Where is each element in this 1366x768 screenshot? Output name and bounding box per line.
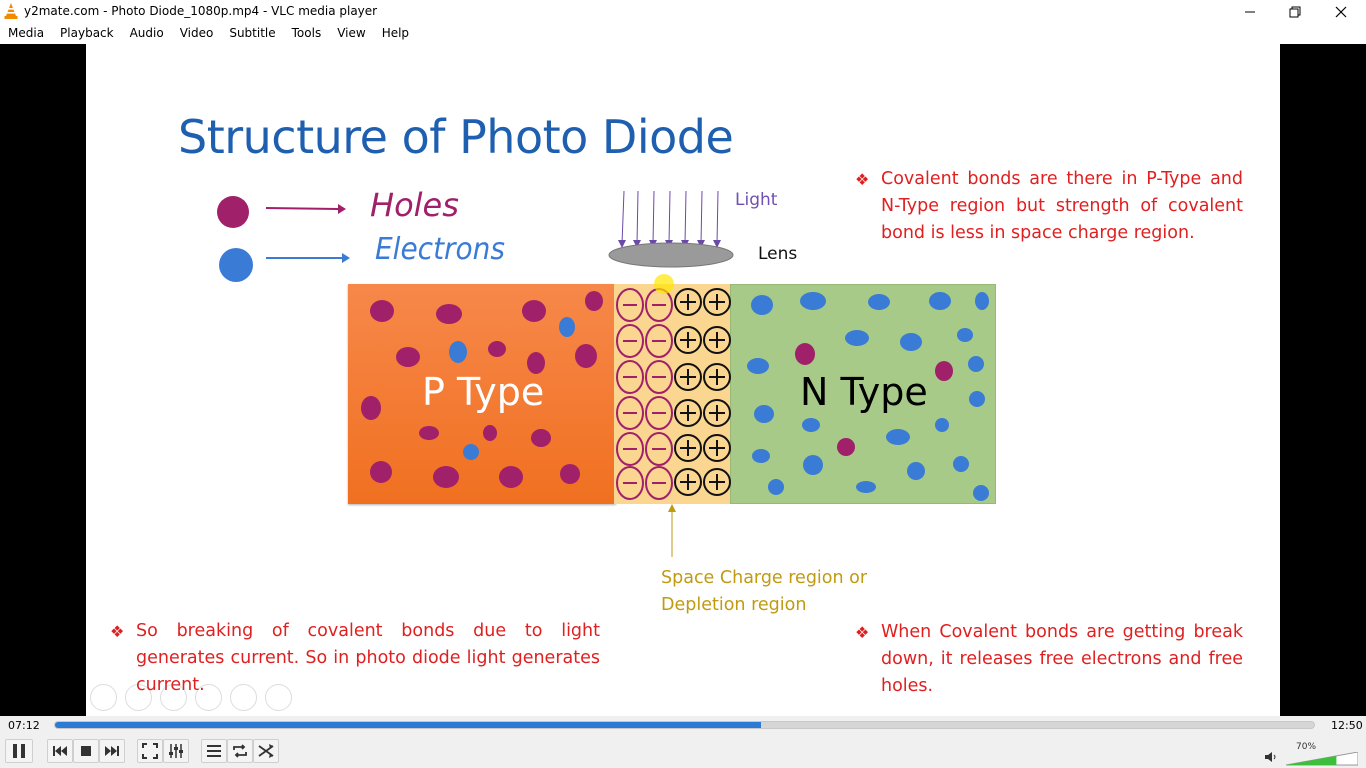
menu-media[interactable]: Media (8, 26, 45, 40)
p-type-label: P Type (422, 370, 545, 414)
shuffle-button[interactable] (253, 739, 279, 763)
playlist-icon (207, 745, 221, 757)
lens-shape (608, 242, 734, 268)
next-button[interactable] (99, 739, 125, 763)
menu-bar: Media Playback Audio Video Subtitle Tool… (0, 23, 1366, 44)
bullet-breaking-bonds: ❖ So breaking of covalent bonds due to l… (110, 618, 600, 699)
stop-button[interactable] (73, 739, 99, 763)
electrons-label: Electrons (375, 232, 505, 267)
space-charge-line-1: Space Charge region or (661, 568, 868, 588)
video-frame-slide: Structure of Photo Diode ❖ Covalent bond… (86, 44, 1280, 716)
shuffle-icon (258, 744, 274, 758)
fullscreen-icon (142, 743, 158, 759)
menu-subtitle[interactable]: Subtitle (229, 26, 276, 40)
legend-labels: Holes Electrons (370, 186, 505, 267)
diamond-bullet-icon: ❖ (110, 622, 125, 641)
depletion-positive-ions (674, 288, 731, 496)
lens-label: Lens (758, 244, 798, 264)
n-region-holes (795, 343, 953, 456)
legend-electron-dot (219, 248, 253, 282)
space-charge-line-2: Depletion region (661, 595, 807, 615)
seek-progress (55, 722, 762, 728)
more-icon (265, 684, 292, 711)
pen-icon (160, 684, 187, 711)
depletion-negative-ions (616, 288, 673, 500)
playlist-button[interactable] (201, 739, 227, 763)
space-charge-label: Space Charge region or Depletion region (661, 565, 867, 619)
restore-icon (1289, 6, 1301, 17)
cursor-highlight (654, 274, 674, 294)
zoom-icon (230, 684, 257, 711)
p-region-holes (361, 291, 603, 488)
prev-slide-icon (90, 684, 117, 711)
total-time: 12:50 (1331, 719, 1363, 732)
slides-icon (195, 684, 222, 711)
volume-percent: 70% (1296, 742, 1317, 752)
fullscreen-button[interactable] (137, 739, 163, 763)
bullet-covalent-bonds: ❖ Covalent bonds are there in P-Type and… (855, 166, 1243, 247)
equalizer-icon (169, 744, 183, 758)
loop-button[interactable] (227, 739, 253, 763)
menu-audio[interactable]: Audio (129, 26, 164, 40)
stop-icon (81, 746, 91, 756)
bullet-text: Covalent bonds are there in P-Type and N… (881, 169, 1243, 243)
window-title: y2mate.com - Photo Diode_1080p.mp4 - VLC… (24, 4, 378, 18)
n-region-electrons (747, 292, 989, 501)
extended-settings-button[interactable] (163, 739, 189, 763)
slideshow-controls (90, 684, 292, 711)
depletion-negative-signs (623, 304, 666, 484)
pause-icon (13, 744, 25, 758)
legend-hole-arrow (265, 204, 346, 214)
title-bar: y2mate.com - Photo Diode_1080p.mp4 - VLC… (0, 0, 1366, 23)
light-label: Light (735, 190, 778, 210)
vlc-cone-icon (4, 3, 18, 19)
p-region-electrons (449, 317, 575, 460)
bullet-text: When Covalent bonds are getting break do… (881, 622, 1243, 696)
holes-label: Holes (370, 186, 459, 224)
menu-view[interactable]: View (337, 26, 366, 40)
skip-back-icon (53, 746, 67, 756)
menu-tools[interactable]: Tools (291, 26, 322, 40)
diamond-bullet-icon: ❖ (855, 170, 870, 189)
n-type-label: N Type (800, 370, 928, 414)
pause-button[interactable] (5, 739, 33, 763)
depletion-positive-signs (680, 294, 725, 490)
bullet-free-carriers: ❖ When Covalent bonds are getting break … (855, 619, 1243, 700)
minimize-button[interactable] (1227, 0, 1273, 23)
loop-icon (233, 744, 247, 758)
menu-video[interactable]: Video (179, 26, 214, 40)
seek-bar[interactable] (54, 721, 1315, 729)
diamond-bullet-icon: ❖ (855, 623, 870, 642)
diagram-overlay (217, 190, 989, 557)
menu-playback[interactable]: Playback (60, 26, 114, 40)
video-area[interactable]: Structure of Photo Diode ❖ Covalent bond… (0, 44, 1366, 716)
n-type-region (730, 284, 996, 504)
slide-title: Structure of Photo Diode (178, 110, 734, 164)
close-icon (1335, 6, 1347, 17)
previous-button[interactable] (47, 739, 73, 763)
menu-help[interactable]: Help (381, 26, 410, 40)
bullet-text: So breaking of covalent bonds due to lig… (136, 621, 600, 695)
space-charge-pointer-arrow (668, 504, 676, 557)
legend-electron-arrow (266, 253, 350, 263)
legend-hole-dot (217, 196, 249, 228)
player-controls: 07:12 12:50 70% (0, 716, 1366, 768)
skip-forward-icon (105, 746, 119, 756)
volume-slider[interactable] (1286, 752, 1358, 766)
restore-button[interactable] (1272, 0, 1318, 23)
speaker-icon[interactable] (1264, 751, 1278, 763)
elapsed-time: 07:12 (8, 719, 40, 732)
close-button[interactable] (1318, 0, 1364, 23)
minimize-icon (1245, 11, 1255, 12)
next-slide-icon (125, 684, 152, 711)
